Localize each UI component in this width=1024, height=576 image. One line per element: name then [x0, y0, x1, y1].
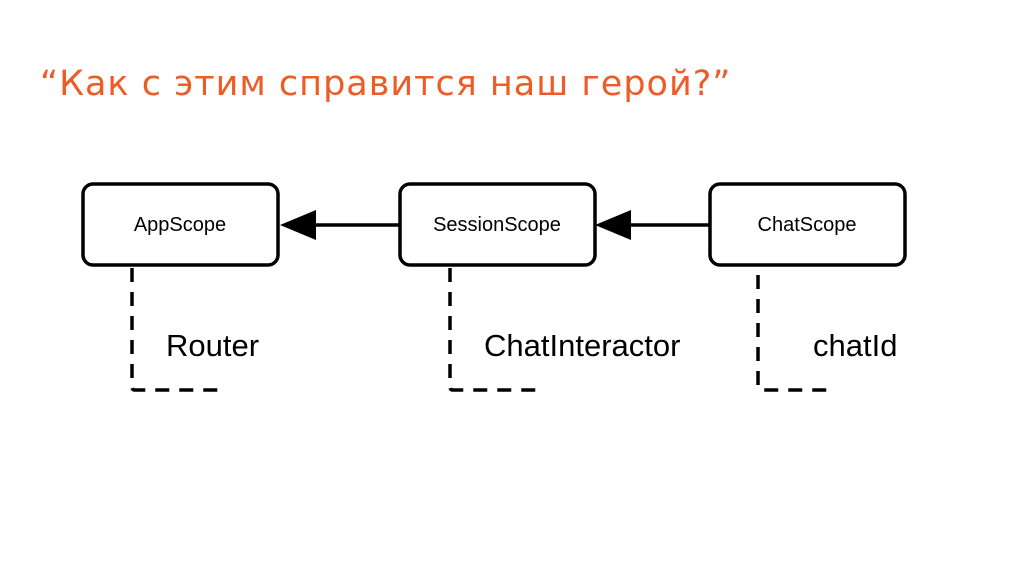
- dependency-connector-app: [130, 268, 222, 392]
- scope-box-session: SessionScope: [398, 182, 597, 267]
- scope-label-session: SessionScope: [433, 214, 561, 236]
- dependency-label-chatid: chatId: [813, 328, 897, 363]
- dependency-connector-session: [448, 268, 536, 392]
- slide-title: “Как с этим справится наш герой?”: [40, 64, 732, 104]
- arrow-session-to-app: [280, 210, 400, 240]
- scope-box-chat: ChatScope: [708, 182, 907, 267]
- dependency-label-chatinteractor: ChatInteractor: [484, 328, 680, 363]
- scope-box-app: AppScope: [81, 182, 280, 267]
- arrow-chat-to-session: [595, 210, 710, 240]
- scope-label-chat: ChatScope: [758, 214, 857, 236]
- dependency-label-router: Router: [166, 328, 259, 363]
- scope-label-app: AppScope: [134, 214, 226, 236]
